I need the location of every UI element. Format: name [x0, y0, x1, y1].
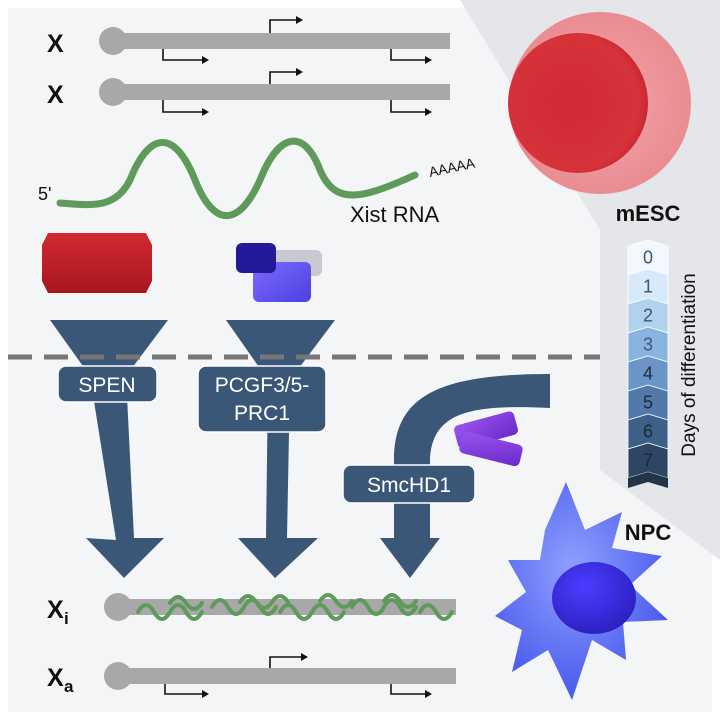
- spen-pathway-arrow: [50, 320, 168, 578]
- xist-rna-label: Xist RNA: [350, 202, 440, 227]
- chromosome-x-top-2: [99, 68, 450, 116]
- spen-protein: [42, 233, 152, 293]
- days-axis-title: Days of differentiation: [679, 273, 700, 456]
- rna-five-prime-label: 5': [38, 184, 51, 204]
- prc1-complex: [236, 243, 322, 302]
- promoter-arrow-up: [269, 656, 305, 668]
- days-bar-tip: [628, 472, 668, 488]
- mesc-label: mESC: [616, 201, 681, 226]
- chromosome-x-top-1: [99, 16, 450, 64]
- mesc-nucleus: [508, 33, 648, 173]
- day-label-4: 4: [643, 364, 653, 384]
- spen-label: SPEN: [78, 374, 135, 397]
- promoter-arrow-down: [164, 684, 206, 695]
- chromosome-label-xa: X: [47, 664, 64, 692]
- day-label-0: 0: [643, 248, 653, 268]
- chromosome-xi: [104, 593, 456, 621]
- day-label-1: 1: [643, 277, 653, 297]
- days-bar: 0 1 2 3 4 5 6 7: [627, 239, 669, 488]
- npc-nucleus: [552, 562, 636, 634]
- smchd1-pathway-arrow: [380, 374, 550, 578]
- prc1-label-line1: PCGF3/5-: [215, 374, 310, 397]
- day-label-2: 2: [643, 306, 653, 326]
- prc1-label-line2: PRC1: [234, 402, 290, 425]
- day-label-5: 5: [643, 393, 653, 413]
- promoter-arrow-down: [390, 49, 429, 61]
- mesc-cell: [508, 12, 691, 194]
- day-label-6: 6: [643, 422, 653, 442]
- prc1-label-box: [197, 365, 327, 433]
- promoter-arrow-up: [269, 19, 301, 33]
- chromosome-label-xi-subscript: i: [64, 609, 69, 628]
- promoter-arrow-down: [390, 684, 429, 695]
- promoter-arrow-down: [162, 49, 206, 61]
- xist-coating: [136, 593, 454, 621]
- chromosome-label-xa-subscript: a: [64, 677, 74, 696]
- prc1-pathway-arrow: [226, 320, 335, 578]
- smchd1-label-box: [342, 464, 476, 504]
- chromosome-label-x2: X: [47, 81, 64, 109]
- npc-cell: [495, 482, 668, 700]
- xist-rna-strand: [56, 137, 419, 220]
- npc-label: NPC: [625, 520, 672, 545]
- smchd1-label: SmcHD1: [367, 474, 451, 497]
- promoter-arrow-down: [162, 100, 206, 113]
- day-label-7: 7: [643, 451, 653, 471]
- chromosome-xa: [104, 653, 456, 698]
- promoter-arrow-down: [390, 100, 429, 113]
- chromosome-label-xi: X: [47, 596, 64, 624]
- day-label-3: 3: [643, 335, 653, 355]
- spen-label-box: [57, 365, 158, 403]
- chromosome-label-x1: X: [47, 30, 64, 58]
- promoter-arrow-up: [269, 71, 301, 84]
- smchd1-protein: [454, 411, 523, 467]
